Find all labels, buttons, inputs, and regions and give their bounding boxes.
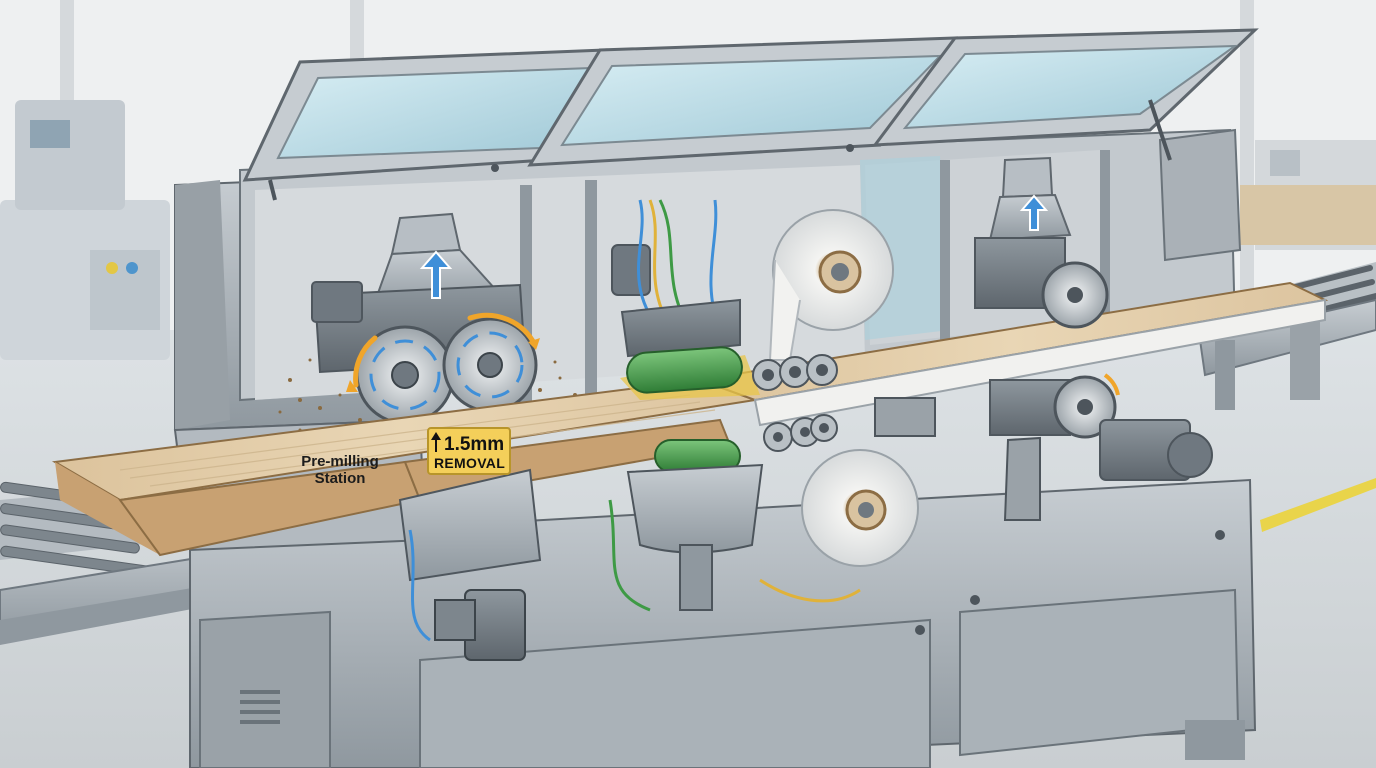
removal-callout: 1.5mm REMOVAL bbox=[427, 427, 511, 475]
trimming-unit bbox=[974, 156, 1213, 521]
station-label: Pre-milling Station bbox=[301, 453, 379, 487]
drive-motor bbox=[398, 468, 861, 661]
rotation-arrow-icon bbox=[353, 312, 538, 388]
removal-amount: 1.5mm bbox=[444, 434, 504, 455]
pre-milling-unit bbox=[278, 212, 577, 442]
edge-tape-unit bbox=[752, 209, 936, 567]
glue-unit bbox=[611, 199, 764, 611]
dust-extraction-arrow-icon bbox=[1019, 194, 1049, 231]
removal-word: REMOVAL bbox=[434, 455, 505, 471]
safety-hoods bbox=[242, 28, 1259, 201]
workpiece-panel bbox=[51, 281, 1329, 557]
dust-extraction-arrow-icon bbox=[419, 250, 453, 299]
station-label-line-2: Station bbox=[315, 470, 366, 487]
rotation-arrow-icon bbox=[1103, 373, 1120, 396]
station-label-line-1: Pre-milling bbox=[301, 453, 379, 470]
dimension-arrow-icon bbox=[431, 432, 441, 452]
